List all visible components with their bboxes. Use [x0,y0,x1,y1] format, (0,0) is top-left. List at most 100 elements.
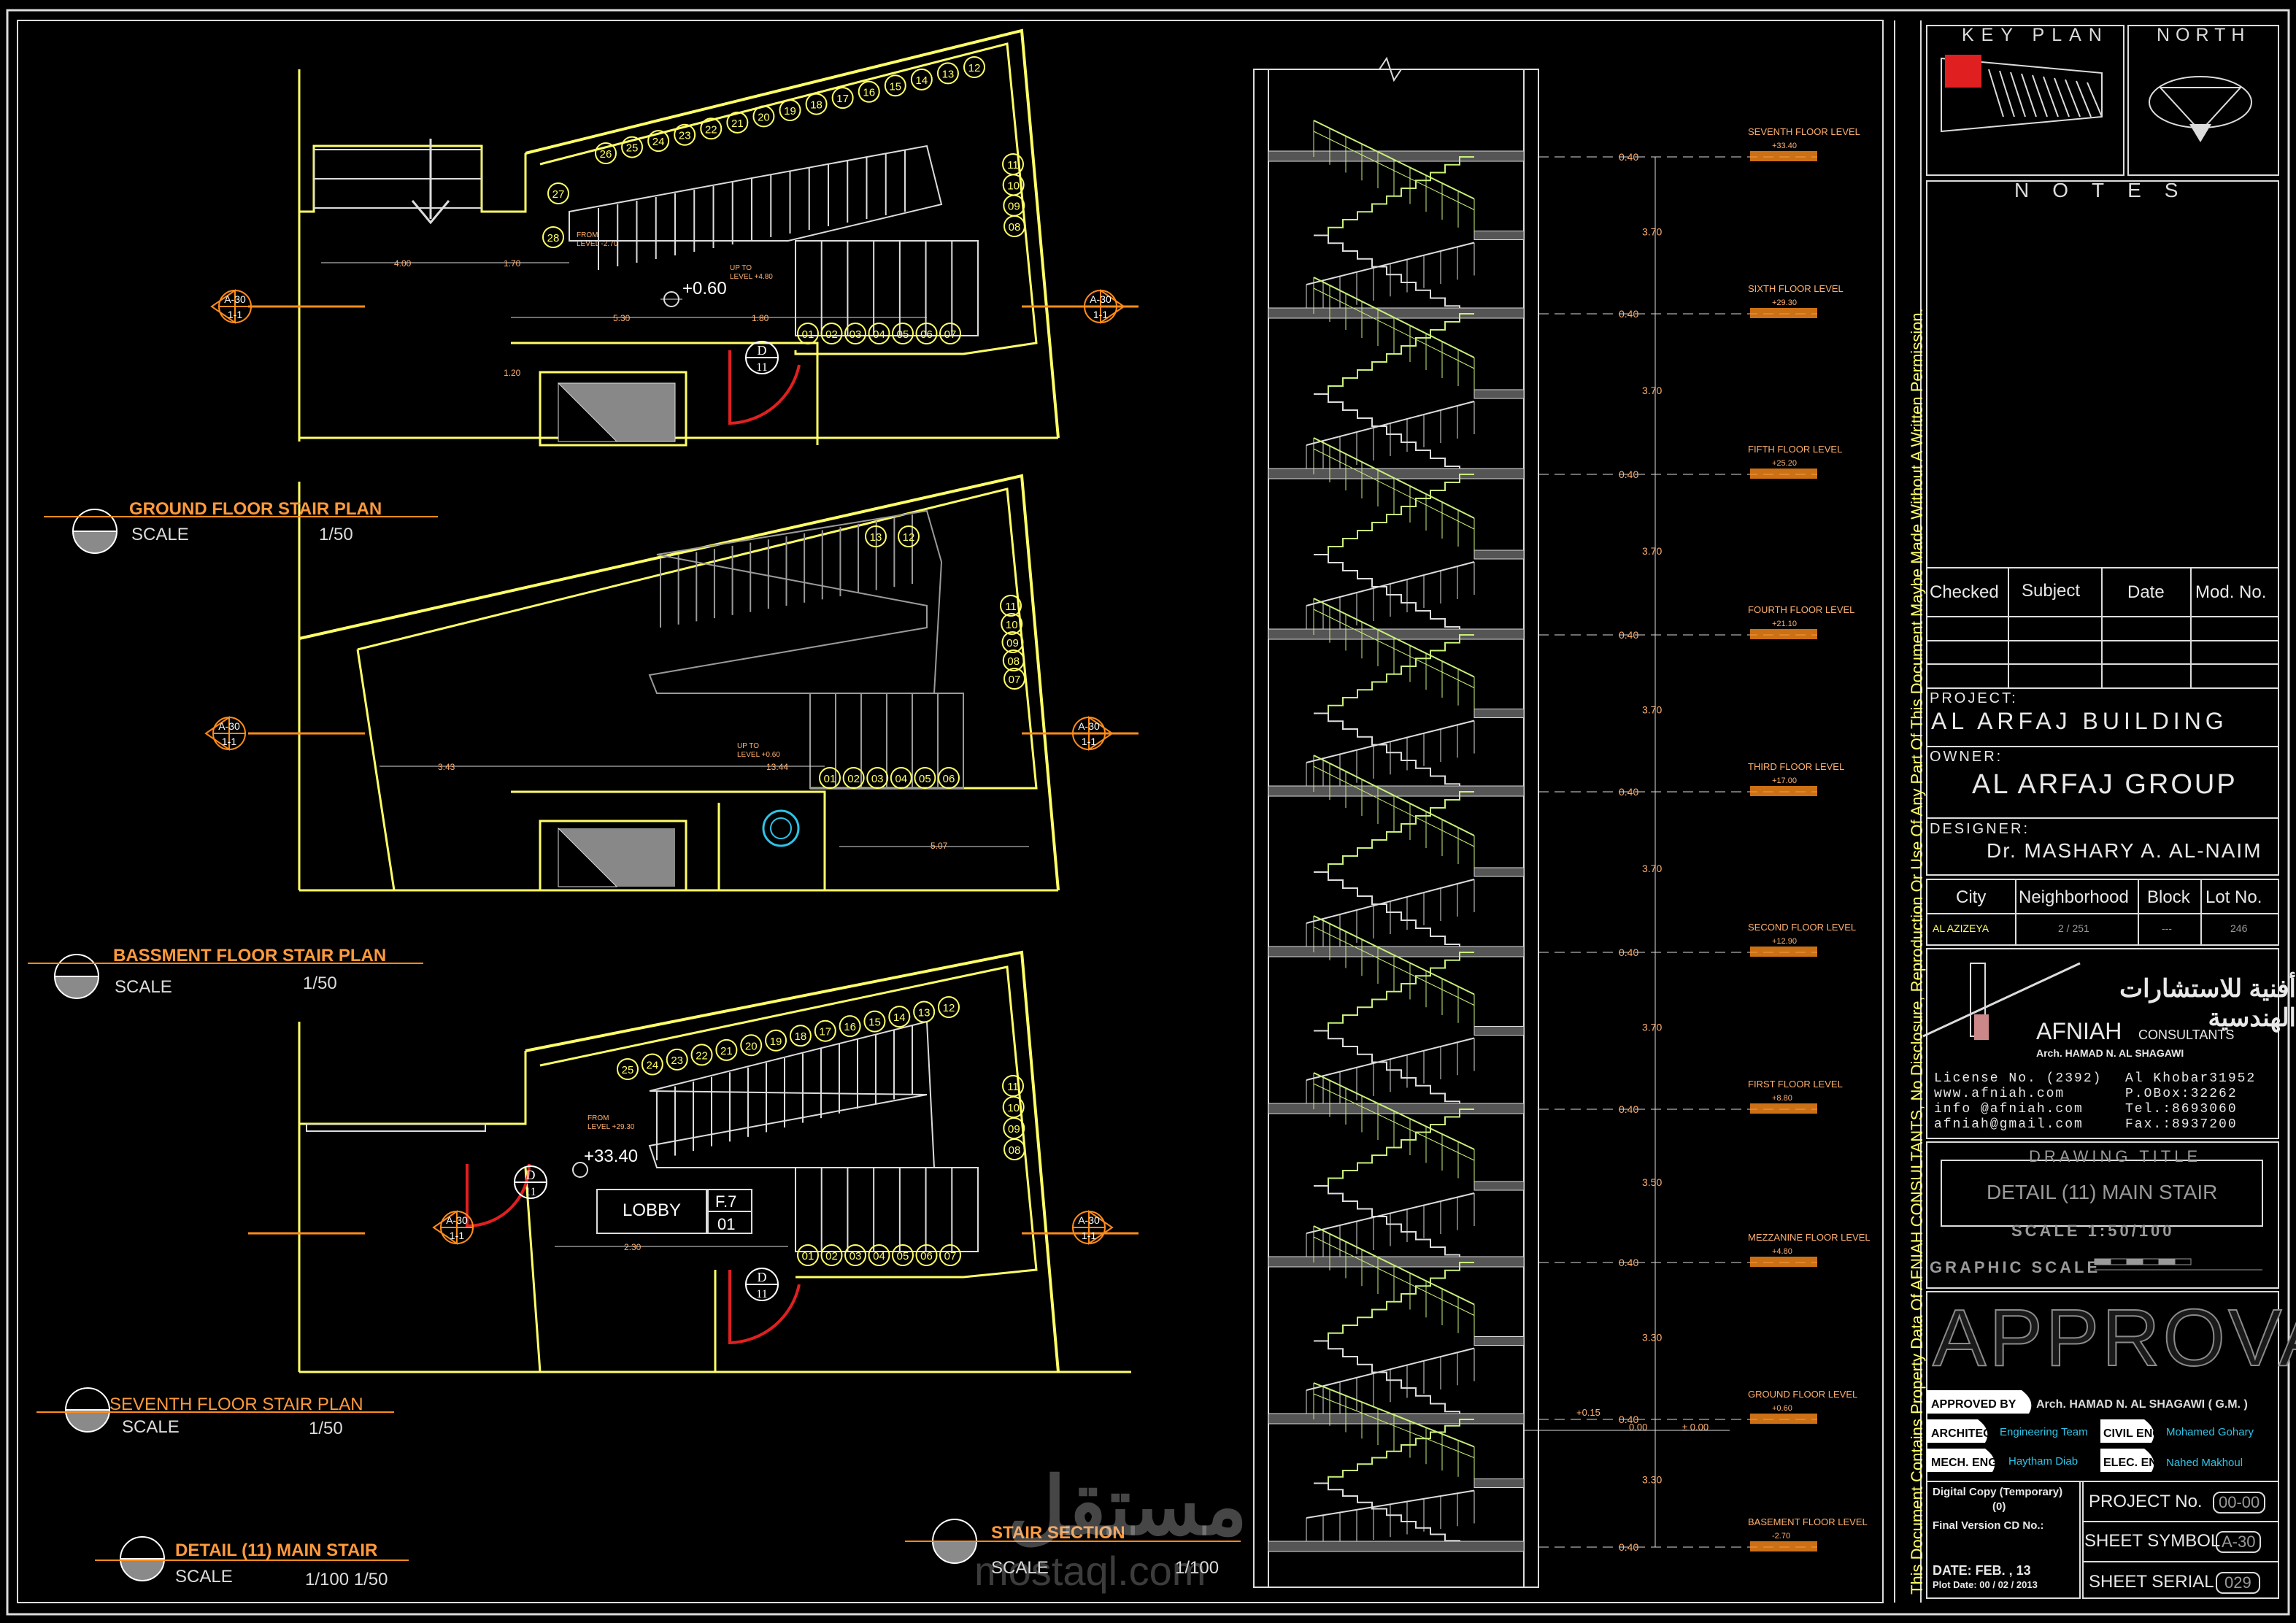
sheet-serial-label: SHEET SERIAL [2089,1572,2214,1592]
tread-number: 09 [1001,631,1024,653]
final-version-label: Final Version CD No.: [1933,1519,2044,1532]
scale-value: 1/50 [303,974,337,993]
svg-text:18: 18 [810,99,823,112]
stair-flight [1306,1382,1525,1551]
drawing-title-label: DRAWING TITLE [2029,1147,2202,1165]
svg-text:16: 16 [844,1021,856,1033]
loc-block: --- [2162,922,2172,934]
svg-text:05: 05 [919,773,931,785]
level-label: +0.60 [682,279,727,298]
note-text: LEVEL +0.60 [737,751,780,759]
tread-number: 19 [779,99,801,121]
tread-number: 05 [892,323,914,344]
dim-label: 1.80 [752,313,769,323]
tread-number: 08 [1002,649,1025,671]
plan-title: BASSMENT FLOOR STAIR PLAN [113,946,386,965]
project-name: AL ARFAJ BUILDING [1931,708,2228,734]
scale-label: SCALE [131,525,189,544]
address: Al Khobar31952 [2125,1071,2257,1086]
tread-number: 16 [839,1015,861,1038]
level-value: +25.20 [1772,459,1797,468]
svg-text:08: 08 [1009,1144,1021,1157]
svg-text:10: 10 [1007,1102,1020,1114]
plan-title: SEVENTH FLOOR STAIR PLAN [109,1395,363,1414]
tread-number: 03 [866,767,889,789]
svg-text:22: 22 [696,1049,708,1062]
tread-number: 01 [819,767,841,789]
level-value: +21.10 [1772,620,1797,628]
role-civil: CIVIL ENG. [2103,1427,2165,1440]
tread-number: 08 [1003,1138,1025,1160]
slab-dim: 0.40 [1619,469,1638,480]
tread-number: 06 [938,767,960,789]
svg-text:26: 26 [600,148,612,161]
note-text: LEVEL +4.80 [730,273,773,281]
section-cut-tag: A-301-1 [1072,1210,1114,1245]
svg-text:11: 11 [1007,1081,1019,1093]
note-text: LEVEL +29.30 [588,1123,635,1131]
tread-number: 15 [863,1010,886,1033]
tread-number: 18 [805,93,828,115]
drain-icon [762,809,800,847]
svg-text:12: 12 [903,531,915,544]
ground-mark: ± 0.00 [1682,1422,1708,1433]
svg-text:19: 19 [784,105,796,117]
tread-number: 03 [844,1244,866,1266]
room-tag-box [596,1189,707,1234]
firm-arabic-name: أفنية للاستشارات الهندسية [2119,975,2296,1032]
svg-text:24: 24 [652,136,665,148]
basement-plan-title-block: BASSMENT FLOOR STAIR PLAN SCALE 1/50 [28,946,423,999]
svg-text:03: 03 [850,1250,862,1262]
north-label: NORTH [2157,25,2251,45]
svg-text:06: 06 [920,1250,933,1262]
svg-text:23: 23 [671,1055,683,1067]
tread-number: 24 [641,1053,663,1076]
storey-dim: 3.70 [1642,545,1662,557]
watermark-arabic: مستقل [1007,1462,1248,1551]
svg-text:05: 05 [897,1250,909,1262]
scale-label: SCALE [991,1558,1049,1578]
phone: Tel.:8693060 [2125,1102,2238,1117]
role-architect-name: Engineering Team [2000,1426,2088,1438]
loc-header-city: City [1956,887,1987,907]
svg-text:21: 21 [731,117,744,130]
tread-number: 07 [1003,668,1025,690]
digital-copy-no: (0) [1992,1500,2006,1513]
level-label: +33.40 [584,1146,638,1166]
dim-label: 2.30 [624,1242,642,1252]
tread-number: 04 [868,323,890,344]
svg-text:12: 12 [968,62,981,74]
approval-ribbon [2100,1449,2154,1472]
tread-number: 14 [910,68,933,90]
svg-text:03: 03 [871,773,884,785]
po-box: P.OBox:32262 [2125,1087,2238,1101]
note-text: FROM [577,231,598,239]
email-link[interactable]: afniah@gmail.com [1934,1117,2084,1132]
ground-plan-title-block: GROUND FLOOR STAIR PLAN SCALE 1/50 [44,499,438,554]
tread-number: 22 [700,117,723,140]
website-link[interactable]: www.afniah.com [1934,1087,2065,1101]
tread-number: 14 [888,1006,911,1028]
tread-number: 17 [814,1019,836,1042]
sheet-serial-value: 029 [2216,1572,2260,1594]
svg-text:02: 02 [825,1250,838,1262]
email-link[interactable]: info @afniah.com [1934,1102,2084,1117]
svg-text:13: 13 [918,1007,931,1019]
svg-text:1-1: 1-1 [1082,1230,1096,1241]
storey-dim: 3.30 [1642,1474,1662,1486]
note-text: LEVEL -2.70 [577,240,618,248]
scale-value: 1/100 [1175,1558,1219,1578]
svg-text:24: 24 [647,1059,659,1071]
loc-header-block: Block [2147,887,2190,907]
svg-text:A-30: A-30 [1090,293,1112,305]
svg-text:14: 14 [893,1011,906,1024]
loc-neighborhood: 2 / 251 [2058,922,2089,934]
tread-number: 16 [858,80,880,103]
level-value: +4.80 [1772,1247,1792,1256]
seventh-floor-stair-plan: LOBBY F.7 01 +33.40 FROM LEVEL +29.30 2.… [248,950,1139,1373]
tread-number: 12 [938,996,960,1018]
dim-label: 4.00 [394,258,412,269]
tread-number: 03 [844,323,866,344]
svg-text:02: 02 [847,773,860,785]
slab-dim: 0.40 [1619,947,1638,958]
